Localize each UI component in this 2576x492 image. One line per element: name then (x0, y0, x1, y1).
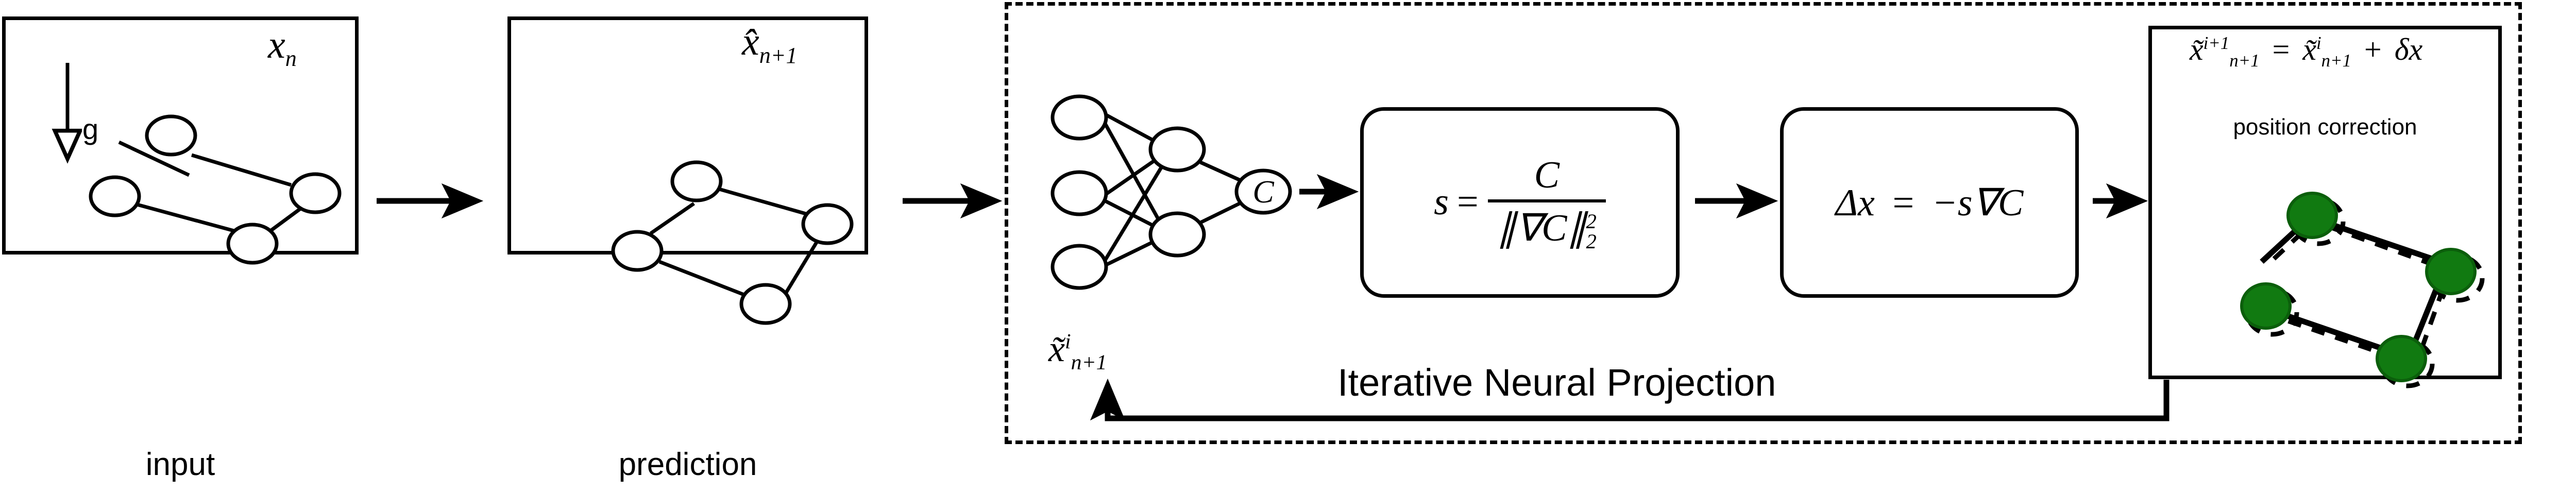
panel-input (2, 16, 359, 255)
input-corner-symbol: xn (268, 23, 297, 72)
panel-prediction-caption: prediction (618, 447, 757, 482)
panel-prediction (507, 16, 868, 255)
formula-scale-eq: = (1456, 181, 1479, 224)
prediction-corner-symbol: x̂n+1 (742, 20, 798, 69)
network-state-label: x̃in+1 (1048, 328, 1107, 375)
formula-update-eq: = (1892, 181, 1914, 224)
position-correction-subtitle: position correction (2233, 114, 2417, 140)
formula-update-lhs: Δx (1835, 181, 1875, 224)
formula-scale-lhs: s (1434, 181, 1449, 224)
position-correction-equation: x̃i+1n+1 = x̃in+1 + δx (2190, 32, 2423, 71)
gravity-label: g (82, 113, 99, 145)
formula-box-update: Δx = −s∇C (1780, 107, 2079, 298)
container-title: Iterative Neural Projection (1337, 361, 1776, 404)
formula-update-rhs: −s∇C (1931, 181, 2024, 224)
panel-position-correction (2148, 26, 2502, 379)
panel-input-caption: input (145, 447, 215, 482)
formula-scale-numerator: C (1534, 154, 1560, 196)
iterative-neural-projection-container (1005, 2, 2522, 444)
